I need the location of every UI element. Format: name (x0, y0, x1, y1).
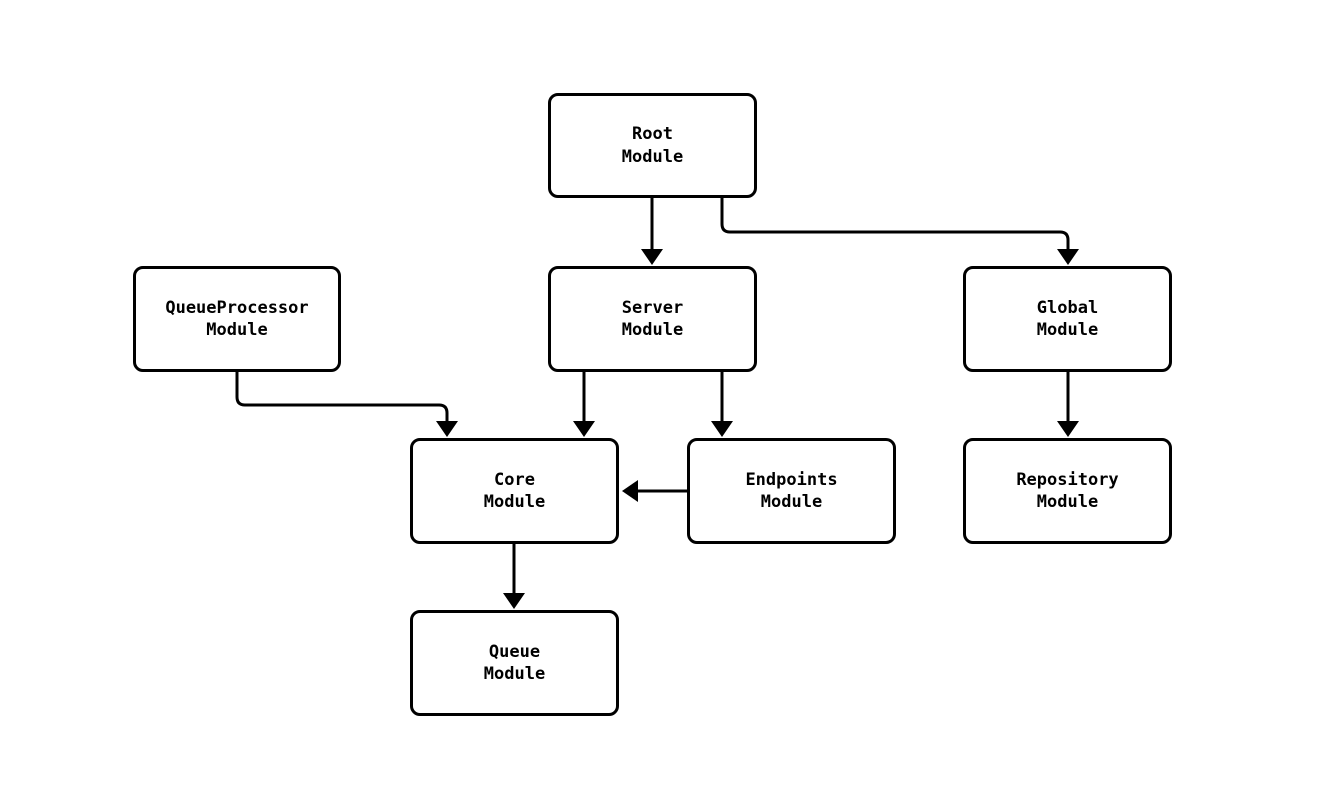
arrowhead-endpoints-to-core (622, 480, 638, 502)
node-label: Server Module (621, 297, 684, 340)
node-root-module: Root Module (548, 93, 757, 198)
node-label: Core Module (483, 469, 546, 512)
node-queueprocessor-module: QueueProcessor Module (133, 266, 341, 372)
node-label: QueueProcessor Module (165, 297, 309, 340)
arrowhead-root-to-global (1057, 249, 1079, 265)
arrowhead-global-to-repository (1057, 421, 1079, 437)
edge-root-to-global (720, 198, 1070, 253)
node-global-module: Global Module (963, 266, 1172, 372)
node-label: Repository Module (1016, 469, 1119, 512)
edge-queueprocessor-to-core (235, 372, 449, 425)
node-label: Root Module (621, 124, 684, 167)
node-label: Endpoints Module (745, 469, 838, 512)
node-label: Global Module (1036, 297, 1099, 340)
arrowhead-queueprocessor-to-core (436, 421, 458, 437)
arrowhead-server-to-core (573, 421, 595, 437)
node-label: Queue Module (483, 641, 546, 684)
arrowhead-core-to-queue (503, 593, 525, 609)
node-server-module: Server Module (548, 266, 757, 372)
node-queue-module: Queue Module (410, 610, 619, 716)
node-endpoints-module: Endpoints Module (687, 438, 896, 544)
node-repository-module: Repository Module (963, 438, 1172, 544)
arrowhead-root-to-server (641, 249, 663, 265)
arrowhead-server-to-endpoints (711, 421, 733, 437)
node-core-module: Core Module (410, 438, 619, 544)
